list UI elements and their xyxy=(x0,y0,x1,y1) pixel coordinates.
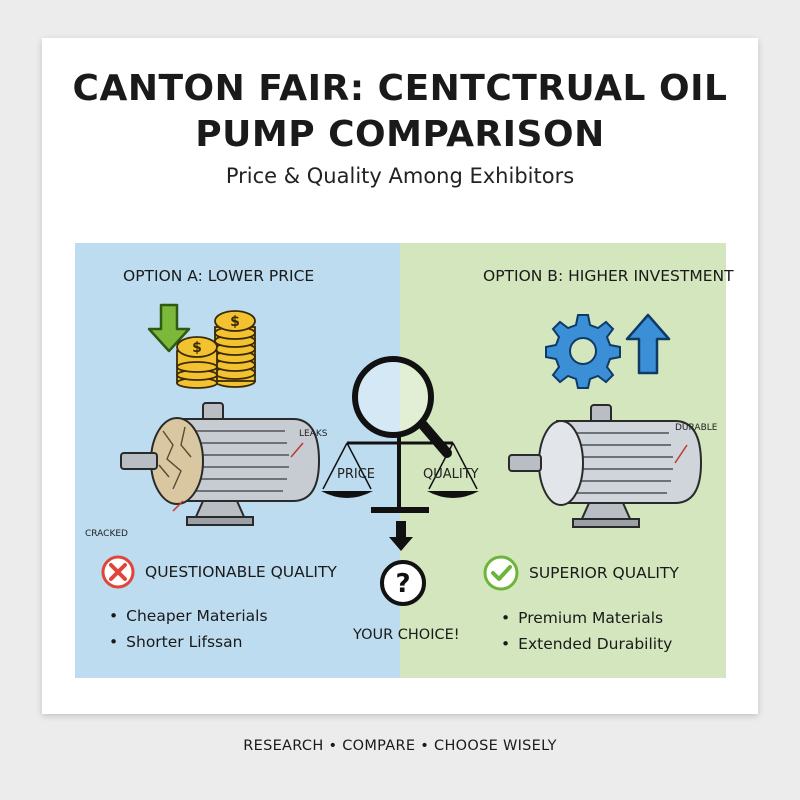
quality-label: QUALITY xyxy=(423,467,479,482)
arrow-down-icon xyxy=(147,303,191,353)
pump-motor-cracked-icon xyxy=(120,402,321,526)
comparison-panel: OPTION A: LOWER PRICE OPTION B: HIGHER I… xyxy=(75,243,734,678)
option-b-quality-text: SUPERIOR QUALITY xyxy=(529,564,679,582)
option-a-bullets: Cheaper Materials Shorter Lifssan xyxy=(109,603,268,655)
option-a-quality-text: QUESTIONABLE QUALITY xyxy=(145,563,337,581)
option-b-bullets: Premium Materials Extended Durability xyxy=(501,605,672,657)
cross-icon xyxy=(101,555,135,589)
cracked-label: CRACKED xyxy=(85,529,128,539)
svg-text:$: $ xyxy=(192,340,202,356)
option-a-title: OPTION A: LOWER PRICE xyxy=(123,267,315,285)
svg-text:$: $ xyxy=(230,314,240,330)
leaks-label: LEAKS xyxy=(299,429,328,439)
coins-icon: $ $ xyxy=(176,310,256,389)
arrow-down-choice-icon xyxy=(389,521,413,551)
balance-scale-magnifier-icon xyxy=(321,356,479,513)
option-b-quality: SUPERIOR QUALITY xyxy=(483,555,679,591)
list-item: Premium Materials xyxy=(501,605,672,631)
list-item: Cheaper Materials xyxy=(109,603,267,629)
page-subtitle: Price & Quality Among Exhibitors xyxy=(225,164,575,188)
price-label: PRICE xyxy=(337,467,375,482)
question-icon: ? xyxy=(380,560,426,606)
footer-tagline: RESEARCH • COMPARE • CHOOSE WISELY xyxy=(243,738,557,754)
list-item: Shorter Lifssan xyxy=(109,629,268,655)
svg-text:?: ? xyxy=(395,569,410,599)
pump-motor-durable-icon xyxy=(508,404,703,528)
your-choice-label: YOUR CHOICE! xyxy=(353,627,460,643)
page-title: CANTON FAIR: CENTCTRUAL OIL PUMP COMPARI… xyxy=(42,66,758,158)
arrow-up-icon xyxy=(625,313,671,375)
list-item: Extended Durability xyxy=(501,631,672,657)
title-line-1: CANTON FAIR: CENTCTRUAL OIL xyxy=(72,68,728,109)
option-a-quality: QUESTIONABLE QUALITY xyxy=(101,555,337,589)
option-b-title: OPTION B: HIGHER INVESTMENT xyxy=(483,267,734,285)
gear-icon xyxy=(545,314,621,389)
durable-label: DURABLE xyxy=(675,423,718,433)
infographic-card: CANTON FAIR: CENTCTRUAL OIL PUMP COMPARI… xyxy=(42,38,758,714)
check-icon xyxy=(483,555,519,591)
title-line-2: PUMP COMPARISON xyxy=(195,114,605,155)
